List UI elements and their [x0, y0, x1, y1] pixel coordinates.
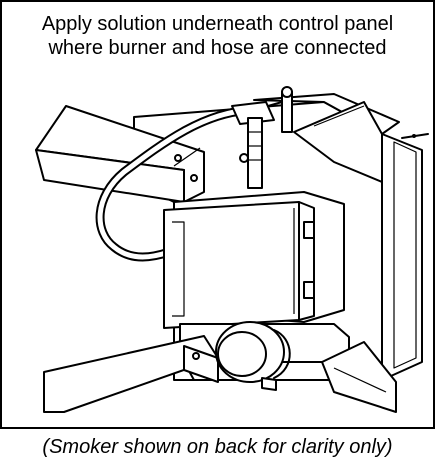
lower-left-leg	[43, 335, 219, 413]
smoker-control-panel-illustration	[35, 86, 429, 413]
caption-line-2: where burner and hose are connected	[48, 37, 387, 59]
caption-line-1: Apply solution underneath control panel	[41, 13, 394, 35]
clarity-footnote: (Smoker shown on back for clarity only)	[42, 436, 393, 458]
smoker-door-panel	[381, 133, 429, 381]
diagram-frame: Apply solution underneath control panel …	[0, 0, 435, 429]
gas-hose	[95, 105, 257, 262]
lower-right-leg	[321, 341, 397, 413]
control-box	[163, 191, 345, 329]
burner-valve-assembly	[231, 86, 293, 189]
control-knob	[215, 321, 291, 391]
instruction-caption: Apply solution underneath control panel …	[2, 12, 433, 60]
upper-right-leg	[293, 101, 383, 183]
